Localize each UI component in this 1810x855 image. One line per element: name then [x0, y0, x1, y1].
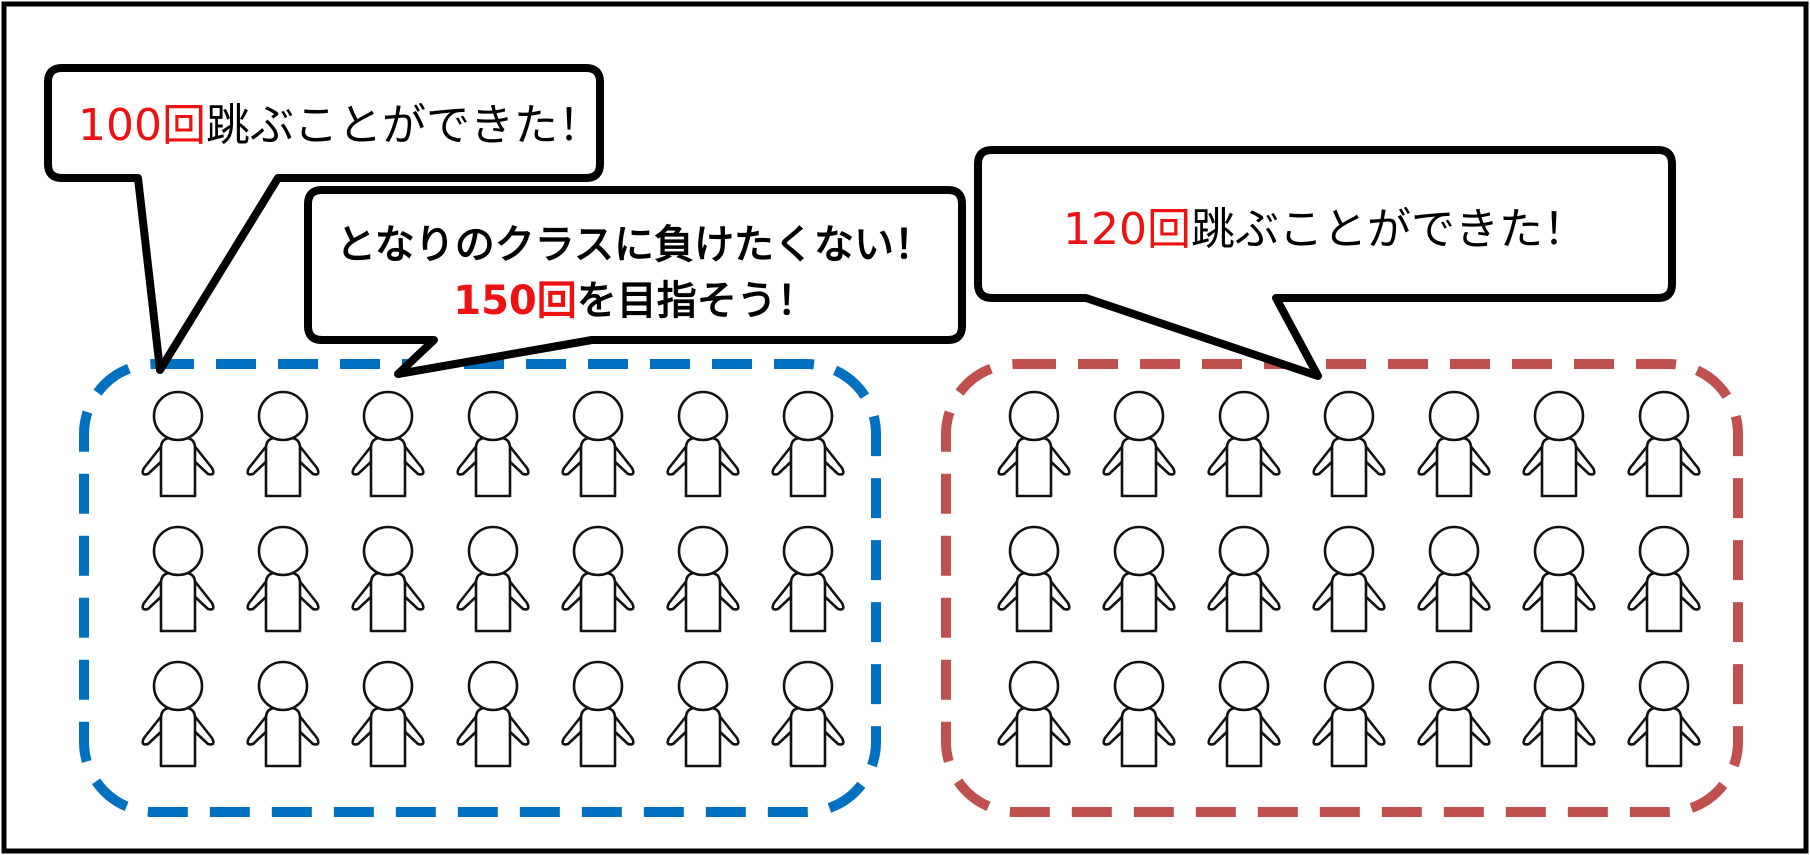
speech-bubble-middle-count: 150回 [453, 278, 577, 324]
person-icon [771, 525, 845, 633]
person-icon [246, 390, 320, 498]
person-icon [666, 660, 740, 768]
person-icon [351, 390, 425, 498]
person-icon [1417, 525, 1491, 633]
person-icon [561, 525, 635, 633]
person-icon [1417, 390, 1491, 498]
speech-bubble-left: 100回跳ぶことができた！ [44, 64, 604, 374]
person-icon [351, 525, 425, 633]
person-icon [1417, 660, 1491, 768]
person-icon [997, 525, 1071, 633]
group-box-left [79, 359, 881, 817]
speech-bubble-middle: となりのクラスに負けたくない！ 150回を目指そう！ [304, 186, 966, 378]
person-icon [997, 660, 1071, 768]
person-icon [1312, 390, 1386, 498]
person-icon [1522, 660, 1596, 768]
person-icon [561, 390, 635, 498]
person-icon [997, 390, 1071, 498]
person-icon [1627, 525, 1701, 633]
person-icon [1627, 390, 1701, 498]
person-icon [141, 660, 215, 768]
speech-bubble-right: 120回跳ぶことができた！ [974, 146, 1676, 380]
student-grid-left [141, 390, 845, 768]
speech-bubble-right-rest: 跳ぶことができた！ [1191, 204, 1587, 255]
speech-bubble-left-text: 100回跳ぶことができた！ [78, 100, 602, 151]
speech-bubble-left-count: 100回 [78, 100, 206, 151]
person-icon [1522, 525, 1596, 633]
person-icon [666, 525, 740, 633]
speech-bubble-middle-rest: を目指そう！ [577, 278, 817, 324]
person-icon [1312, 525, 1386, 633]
person-icon [561, 660, 635, 768]
person-icon [771, 390, 845, 498]
student-grid-right [997, 390, 1701, 768]
person-icon [141, 390, 215, 498]
person-icon [1102, 660, 1176, 768]
person-icon [771, 660, 845, 768]
person-icon [1207, 390, 1281, 498]
person-icon [246, 660, 320, 768]
group-box-right [941, 359, 1743, 817]
speech-bubble-right-shape [974, 146, 1676, 380]
person-icon [246, 525, 320, 633]
person-icon [1102, 390, 1176, 498]
person-icon [351, 660, 425, 768]
person-icon [1522, 390, 1596, 498]
speech-bubble-middle-line2: 150回を目指そう！ [453, 278, 817, 324]
speech-bubble-left-rest: 跳ぶことができた！ [206, 100, 602, 151]
speech-bubble-right-text: 120回跳ぶことができた！ [1063, 204, 1587, 255]
person-icon [1207, 525, 1281, 633]
person-icon [141, 525, 215, 633]
person-icon [1312, 660, 1386, 768]
speech-bubble-right-count: 120回 [1063, 204, 1191, 255]
speech-bubble-middle-shape [304, 186, 966, 378]
person-icon [456, 525, 530, 633]
person-icon [1627, 660, 1701, 768]
person-icon [1207, 660, 1281, 768]
person-icon [1102, 525, 1176, 633]
speech-bubble-middle-line1: となりのクラスに負けたくない！ [336, 222, 934, 268]
person-icon [456, 390, 530, 498]
person-icon [666, 390, 740, 498]
person-icon [456, 660, 530, 768]
speech-bubble-left-shape [44, 64, 604, 374]
